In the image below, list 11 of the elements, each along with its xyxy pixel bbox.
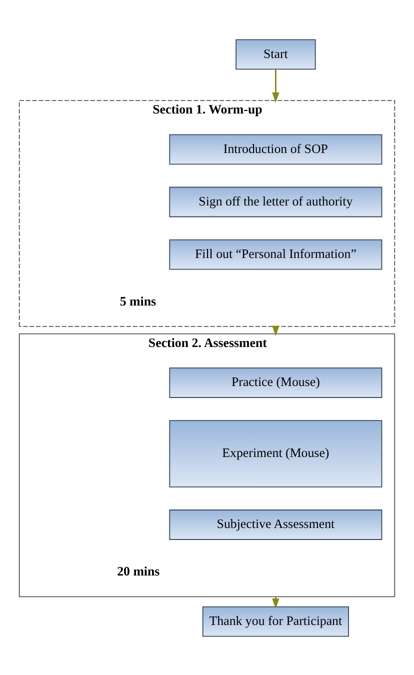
- node-label: 5 mins: [120, 294, 156, 308]
- node-label: 20 mins: [117, 564, 160, 578]
- node-box: Experiment (Mouse): [169, 420, 382, 487]
- node-box: Introduction of SOP: [169, 134, 382, 164]
- node-box: Fill out “Personal Information”: [169, 238, 382, 270]
- node-box: Start: [236, 38, 316, 70]
- arrow: [272, 69, 280, 102]
- node-box: Thank you for Participant: [202, 606, 349, 636]
- node-box: Subjective Assessment: [169, 509, 382, 540]
- node-box: Practice (Mouse): [169, 367, 382, 398]
- node-box: Sign off the letter of authority: [169, 186, 382, 217]
